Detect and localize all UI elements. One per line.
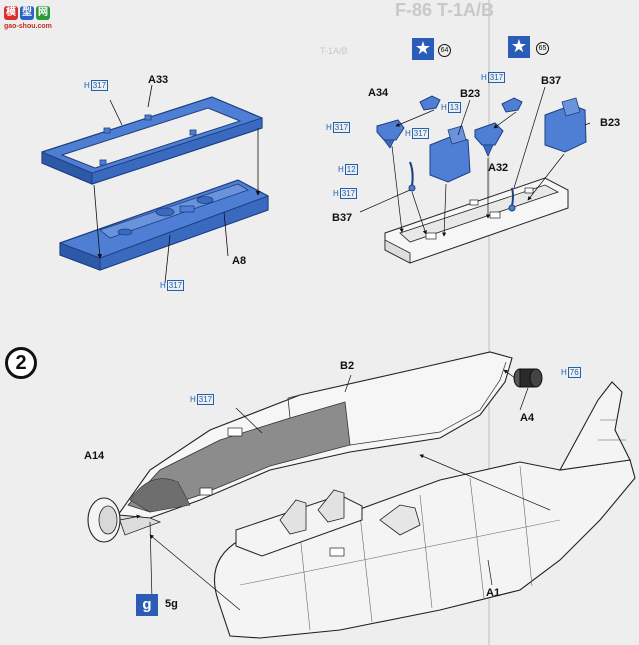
watermark-url: gao-shou.com: [4, 23, 52, 30]
part-label-b37-left: B37: [332, 212, 353, 224]
cockpit-tub-installed: [235, 489, 363, 557]
decal-star-64: ★: [412, 38, 434, 60]
watermark-logo: 模 型 网 gao-shou.com: [2, 2, 82, 36]
paint-prefix: H: [441, 103, 447, 112]
part-a14-intake: [87, 497, 121, 543]
paint-prefix: H: [338, 165, 344, 174]
paint-prefix: H: [333, 189, 339, 198]
cockpit-tub-outline: [384, 177, 569, 264]
part-a8-floor: [59, 179, 269, 271]
paint-number: 317: [166, 280, 185, 291]
part-label-b23-right: B23: [600, 117, 621, 129]
part-label-b37-right: B37: [541, 75, 562, 87]
decal-star-65: ★: [508, 36, 530, 58]
part-65-blue: [501, 97, 523, 113]
paint-number: 13: [447, 102, 461, 113]
part-a1-fuselage: [214, 381, 636, 639]
seat-b23-right: [544, 97, 587, 153]
part-label-b2: B2: [340, 360, 355, 372]
paint-number: 317: [332, 122, 351, 133]
part-b37-rod-left: [409, 161, 414, 187]
step-number-badge: 2: [5, 347, 37, 379]
paint-chip-label: 5g: [165, 598, 178, 610]
part-label-a4: A4: [520, 412, 535, 424]
part-label-a14: A14: [84, 450, 105, 462]
part-label-a8: A8: [232, 255, 247, 267]
paint-prefix: H: [481, 73, 487, 82]
decal-number-64: 64: [438, 44, 451, 57]
paint-chip-g: g: [136, 594, 158, 616]
part-b37-rod-right: [511, 187, 514, 207]
paint-number: 12: [344, 164, 358, 175]
part-label-a32: A32: [488, 162, 509, 174]
part-label-a33: A33: [148, 74, 169, 86]
seat-b23-left: [429, 125, 471, 183]
decal-number-65: 65: [536, 42, 549, 55]
page-fold: [488, 0, 490, 645]
header-title-faded: F-86 T-1A/B: [395, 0, 495, 20]
paint-prefix: H: [405, 129, 411, 138]
paint-number: 317: [196, 394, 215, 405]
paint-prefix: H: [84, 81, 90, 90]
watermark-char-2: 型: [20, 6, 34, 20]
paint-prefix: H: [160, 281, 166, 290]
part-label-a34: A34: [368, 87, 389, 99]
part-label-a1: A1: [486, 587, 501, 599]
paint-prefix: H: [190, 395, 196, 404]
part-a32: [474, 122, 504, 157]
paint-number: 317: [339, 188, 358, 199]
header-subtitle-faded: T-1A/B: [320, 46, 348, 56]
part-64-blue: [419, 95, 441, 111]
paint-prefix: H: [561, 368, 567, 377]
paint-prefix: H: [326, 123, 332, 132]
paint-number: 317: [411, 128, 430, 139]
part-b2-fuselage-half: [116, 351, 513, 536]
paint-number: 317: [90, 80, 109, 91]
part-a33-frame: [41, 96, 263, 185]
watermark-char-3: 网: [36, 6, 50, 20]
paint-number: 76: [567, 367, 581, 378]
part-label-b23-left: B23: [460, 88, 481, 100]
part-a4-exhaust: [513, 368, 543, 388]
paint-number: 317: [487, 72, 506, 83]
watermark-char-1: 模: [4, 6, 18, 20]
